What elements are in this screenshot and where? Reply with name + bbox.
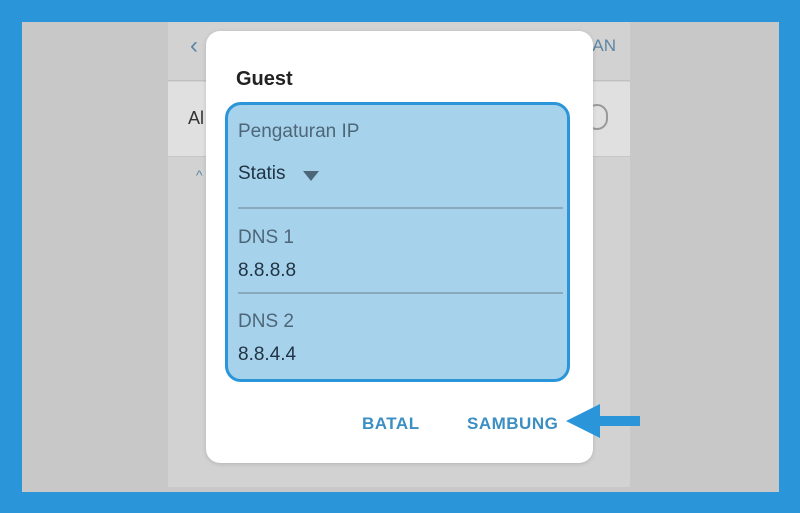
ip-settings-label: Pengaturan IP [238, 121, 360, 142]
divider [238, 207, 563, 209]
connect-button[interactable]: SAMBUNG [467, 414, 559, 433]
ip-settings-value: Statis [238, 163, 286, 184]
back-chevron-icon[interactable]: ‹ [190, 32, 198, 59]
dialog-title: Guest [236, 68, 293, 90]
ip-settings-dropdown[interactable]: Statis [238, 161, 358, 189]
background-row-label: Al [188, 108, 205, 128]
network-settings-dialog: Guest Pengaturan IP Statis DNS 1 8.8.8.8… [206, 31, 593, 463]
dns1-input[interactable]: 8.8.8.8 [238, 260, 297, 281]
dns2-input[interactable]: 8.8.4.4 [238, 344, 297, 365]
dns2-label: DNS 2 [238, 311, 294, 332]
divider [238, 292, 563, 294]
dropdown-caret-icon [303, 171, 319, 181]
dns1-label: DNS 1 [238, 227, 294, 248]
cancel-button[interactable]: BATAL [362, 414, 420, 433]
pointer-arrow-icon [566, 404, 640, 438]
background-small-icon: ^ [196, 167, 203, 183]
background-header-action[interactable]: AN [592, 36, 616, 55]
ip-dns-highlight-box: Pengaturan IP Statis DNS 1 8.8.8.8 DNS 2… [225, 102, 570, 382]
